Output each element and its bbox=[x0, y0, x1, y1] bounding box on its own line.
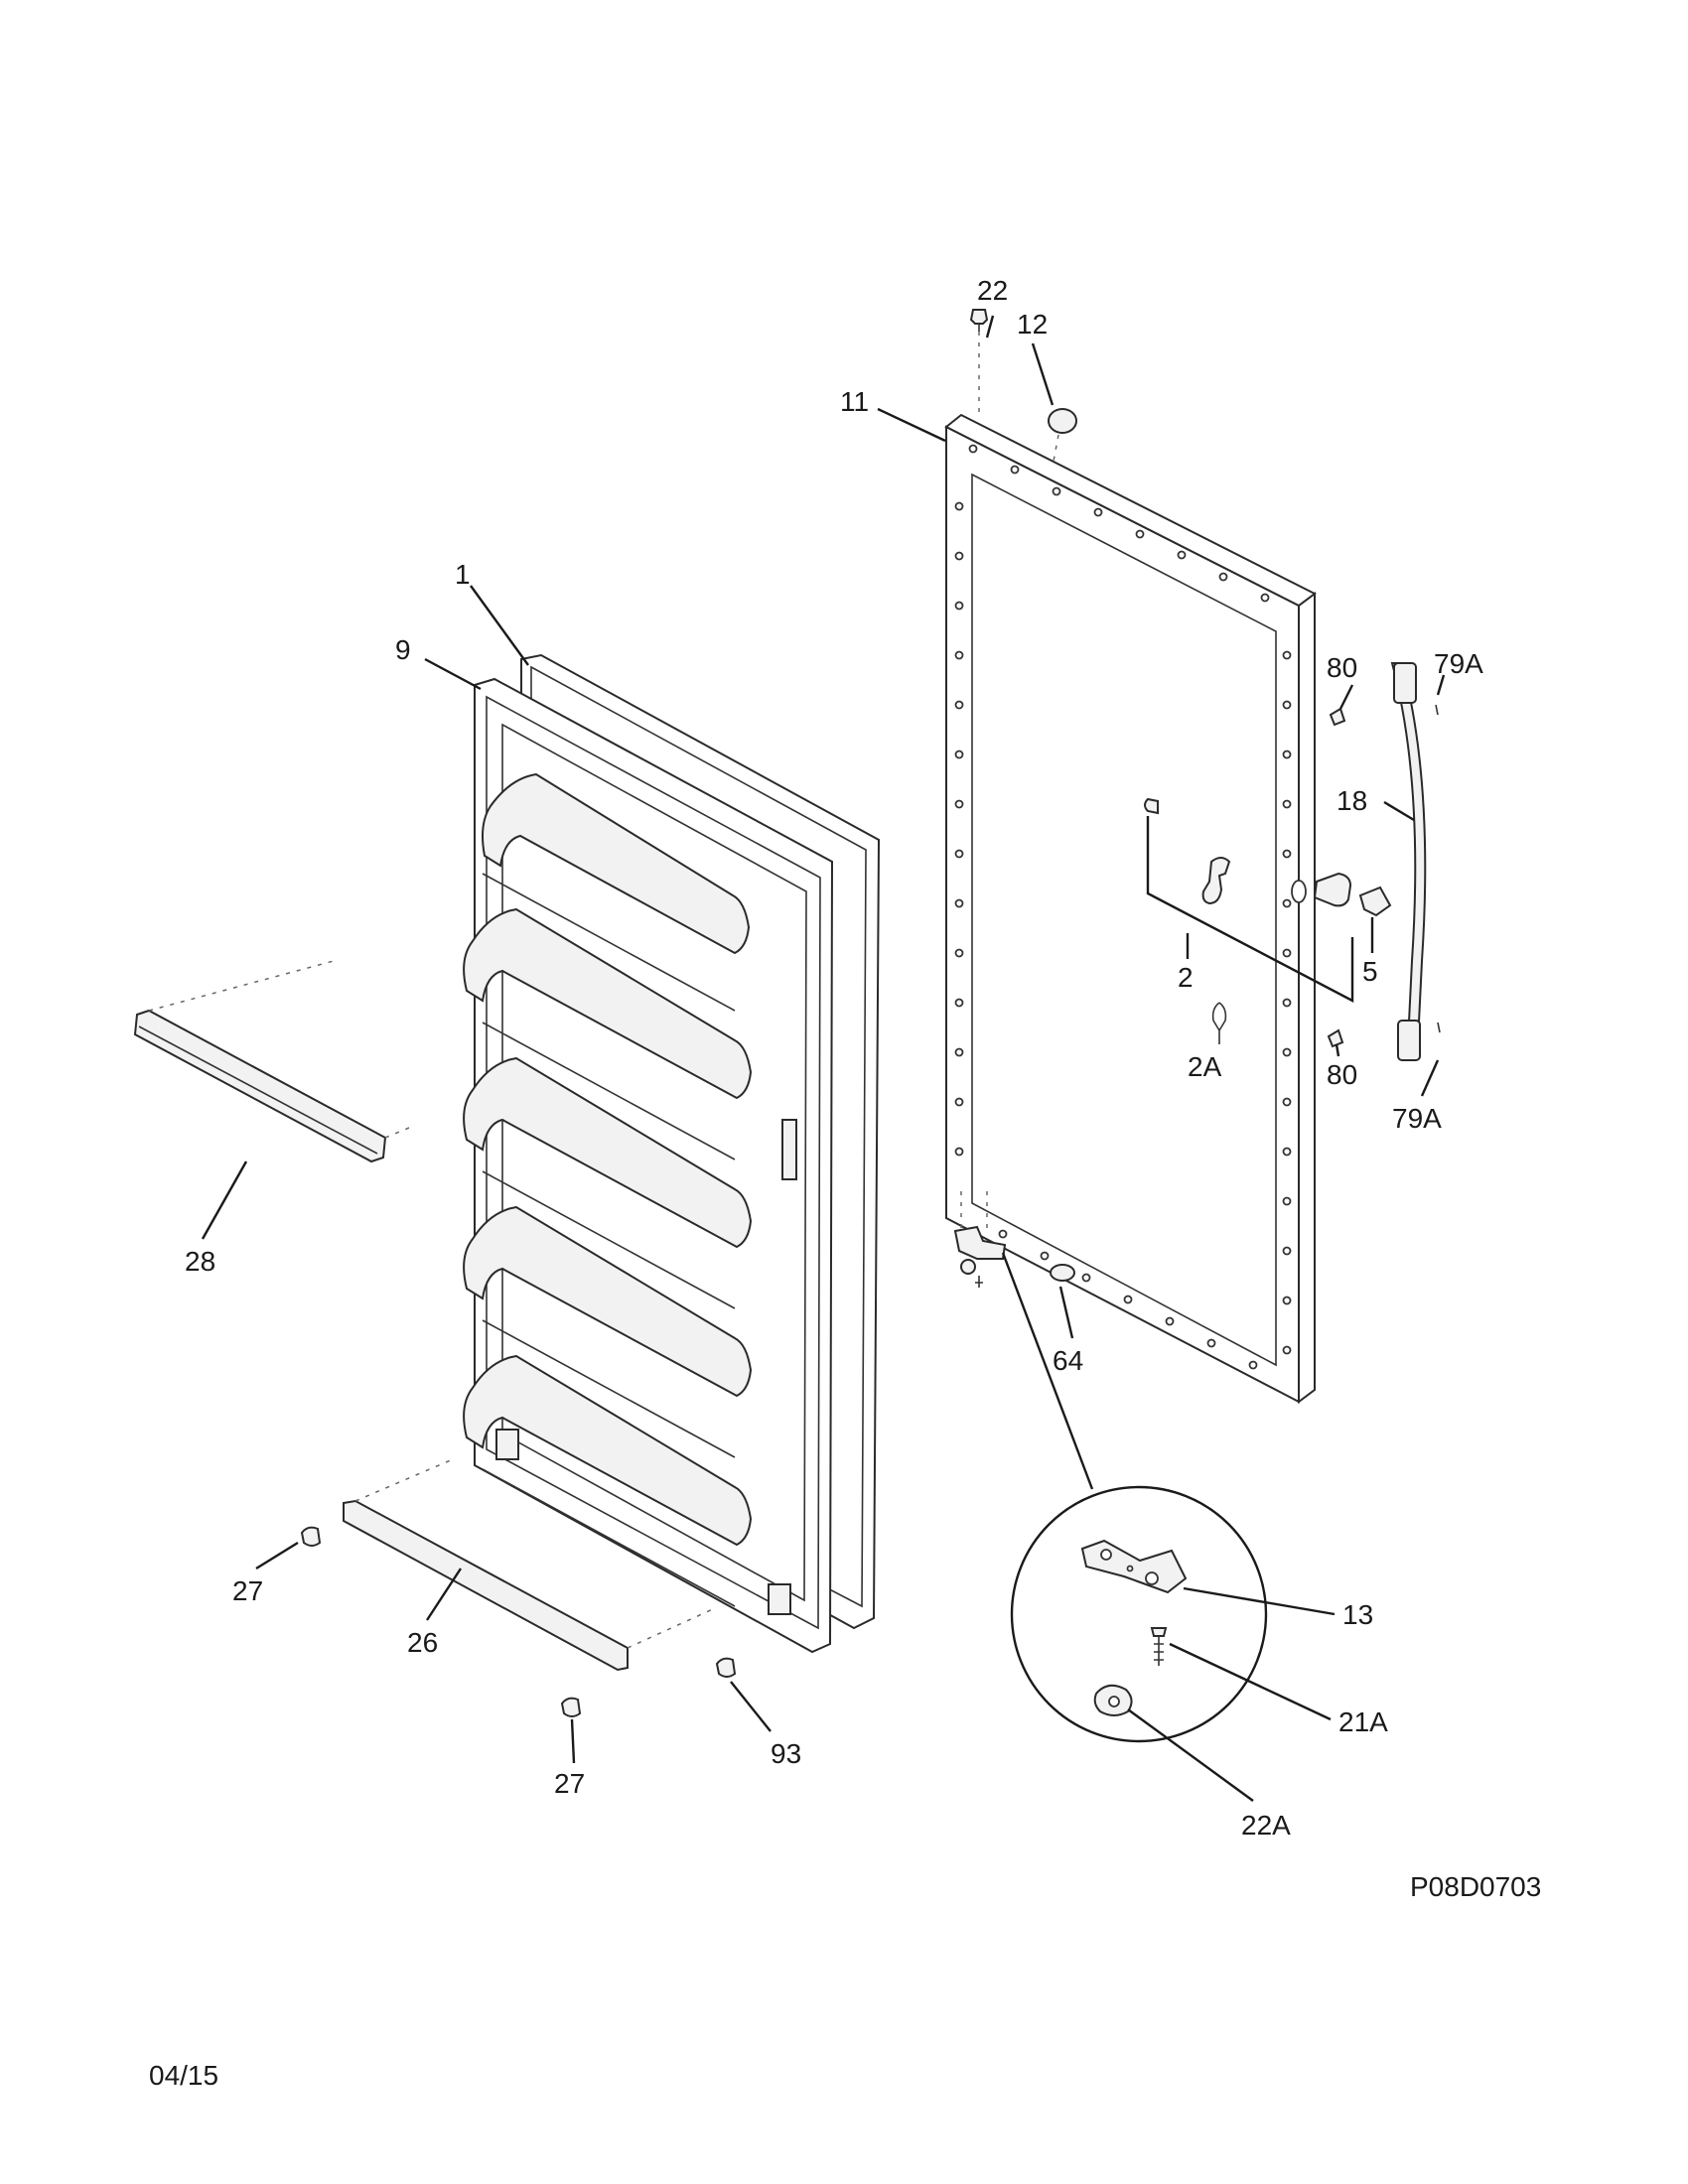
callout-93: 93 bbox=[771, 1738, 801, 1769]
callout-26: 26 bbox=[407, 1627, 438, 1658]
callout-80-bottom: 80 bbox=[1327, 1059, 1357, 1090]
trim-strip-28 bbox=[133, 960, 410, 1163]
callout-12: 12 bbox=[1017, 309, 1048, 340]
callout-13: 13 bbox=[1342, 1599, 1373, 1630]
callout-2: 2 bbox=[1178, 962, 1194, 993]
callout-80-top: 80 bbox=[1327, 652, 1357, 683]
door-liner bbox=[463, 677, 834, 1654]
date-code: 04/15 bbox=[149, 2060, 218, 2091]
screw-22 bbox=[969, 309, 989, 417]
door-handle bbox=[1390, 662, 1427, 1061]
hinge-detail-circle bbox=[1001, 1252, 1268, 1743]
screw-79a-top bbox=[1435, 704, 1439, 716]
callout-21a: 21A bbox=[1338, 1706, 1388, 1737]
door-shelves bbox=[463, 772, 753, 1607]
callout-27-left: 27 bbox=[232, 1575, 263, 1606]
screw-79a-bottom bbox=[1437, 1022, 1441, 1033]
clip-2a bbox=[1211, 1002, 1227, 1044]
grommet-64 bbox=[1050, 1264, 1075, 1282]
push-pins bbox=[300, 1526, 737, 1717]
lock-cylinder bbox=[1313, 872, 1392, 917]
callout-9: 9 bbox=[395, 634, 411, 665]
callout-18: 18 bbox=[1336, 785, 1367, 816]
callout-79a-bottom: 79A bbox=[1392, 1103, 1442, 1134]
callout-labels: 1 9 11 12 22 80 79A 18 2 5 2A 80 79A 28 … bbox=[185, 275, 1483, 1841]
callout-11: 11 bbox=[840, 386, 869, 417]
callout-79a-top: 79A bbox=[1434, 648, 1483, 679]
callout-5: 5 bbox=[1362, 956, 1378, 987]
callout-22a: 22A bbox=[1241, 1810, 1291, 1841]
trim-strip-26 bbox=[343, 1458, 716, 1672]
callout-64: 64 bbox=[1053, 1345, 1083, 1376]
leader-lines bbox=[201, 315, 1446, 1802]
callout-1: 1 bbox=[455, 559, 471, 590]
leader-2 bbox=[1146, 816, 1354, 1003]
outer-door-panel bbox=[944, 413, 1317, 1404]
screws-80 bbox=[1327, 707, 1346, 1048]
door-holes bbox=[954, 444, 1292, 1370]
hinge-assembly-small bbox=[953, 1191, 1007, 1288]
plug-12 bbox=[1048, 408, 1077, 468]
callout-2a: 2A bbox=[1188, 1051, 1222, 1082]
callout-22: 22 bbox=[977, 275, 1008, 306]
diagram-code: P08D0703 bbox=[1410, 1871, 1541, 1902]
callout-27-bottom: 27 bbox=[554, 1768, 585, 1799]
callout-28: 28 bbox=[185, 1246, 215, 1277]
